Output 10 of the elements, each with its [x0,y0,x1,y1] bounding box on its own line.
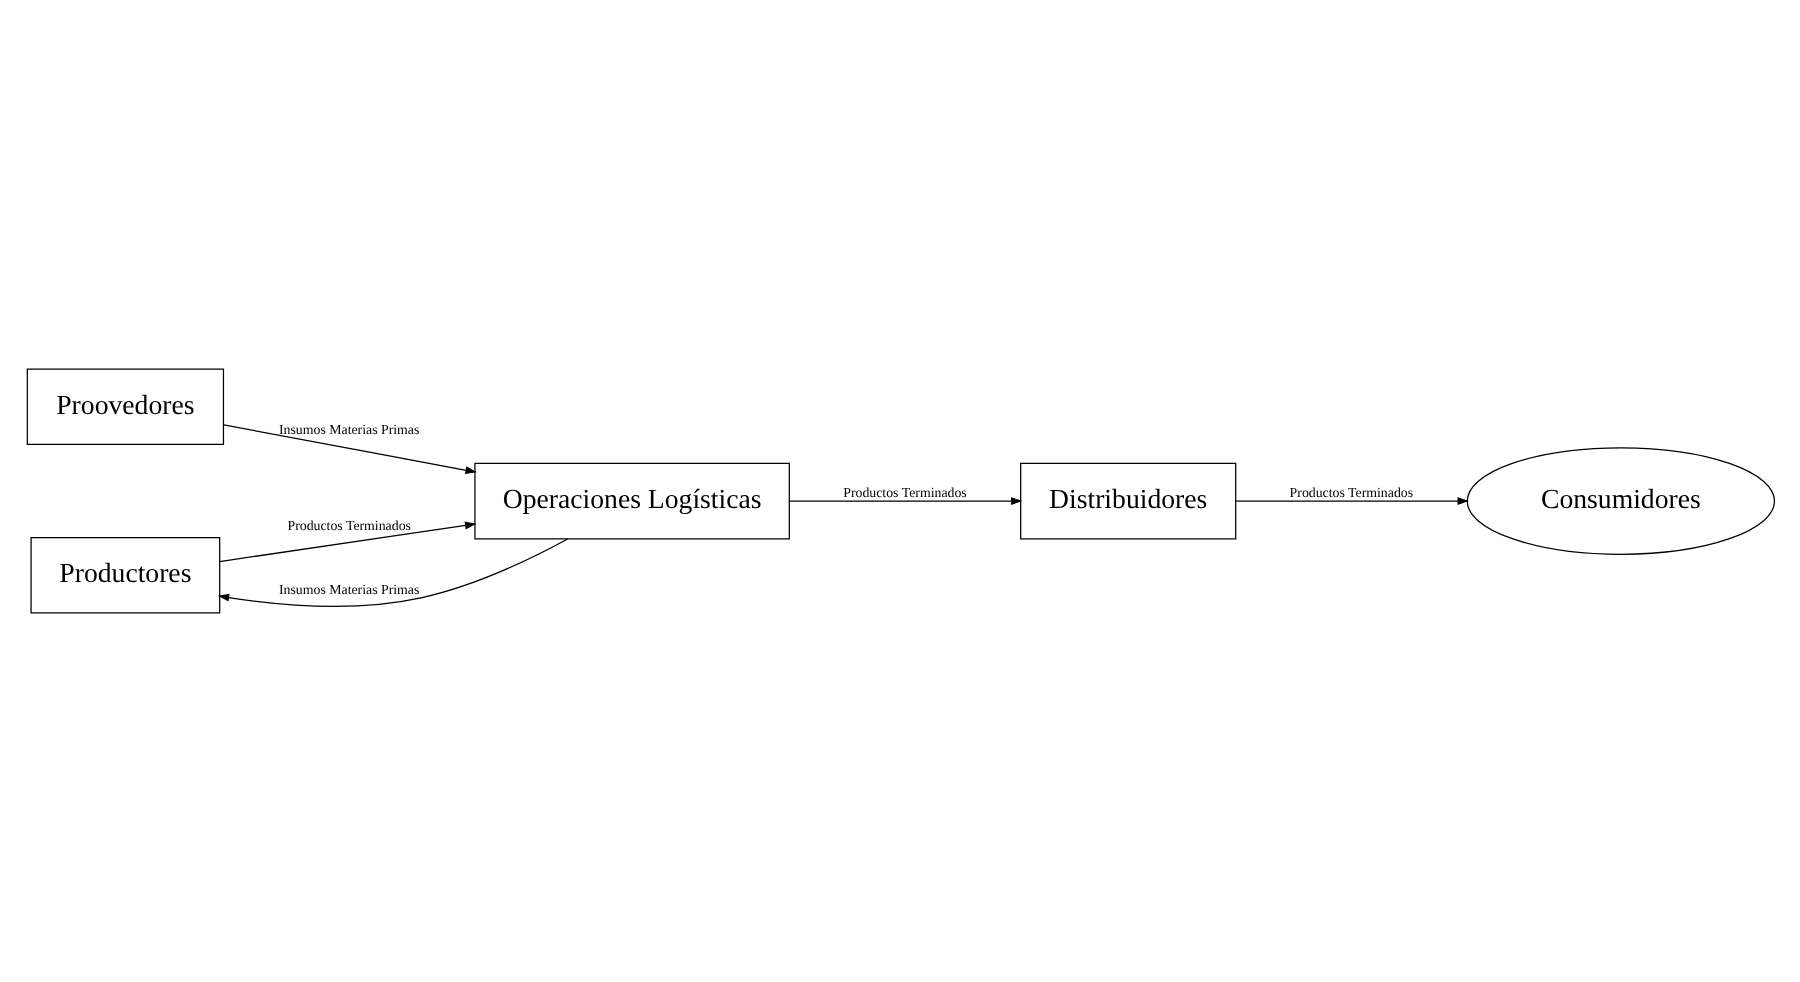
arrow [218,521,476,563]
node-box: Distribuidores [1019,462,1236,540]
arrow [216,538,568,607]
node-ellipse: Consumidores [1465,447,1775,555]
arrow [222,424,476,475]
node-box: Productores [29,536,220,614]
node-box: Proovedores [25,368,224,446]
arrow [787,497,1022,506]
node-box: Operaciones Logísticas [473,462,789,540]
arrow [1234,497,1468,506]
